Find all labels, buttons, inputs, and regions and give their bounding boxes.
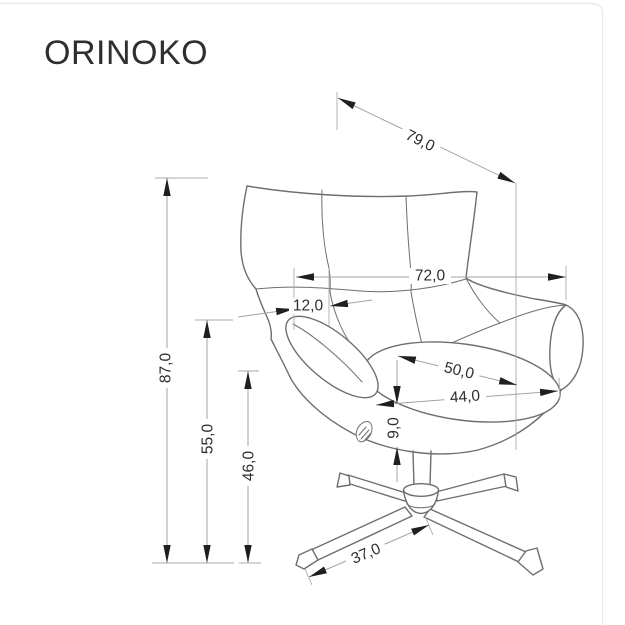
dim-label-44: 44,0 [449,387,481,406]
dim-label-55: 55,0 [200,424,217,455]
dim-seat-width-44: 44,0 [375,377,561,408]
dim-seat-depth-50: 50,0 [397,355,518,386]
base-leg-back-left [347,474,409,503]
chair-base-hub [402,483,440,515]
base-foot-front-right [517,547,544,576]
card-border [0,2,604,625]
product-title: ORINOKO [44,34,209,72]
dim-label-72: 72,0 [415,268,446,285]
dim-total-height-87: 87,0 [155,177,208,563]
chair-drawing [240,185,584,576]
chair-horizontal-seam [255,278,467,293]
dim-seat-height-46: 46,0 [238,370,259,563]
chair-armrest-piping [292,323,363,383]
chair-lever-slot [355,421,373,443]
chair-column [412,450,432,487]
dim-label-50: 50,0 [442,359,476,383]
dim-label-12: 12,0 [293,298,324,315]
dim-overall-width-72: 72,0 [296,266,567,300]
dim-label-9: 9,0 [386,417,403,439]
base-leg-front-right [423,508,527,563]
chair-back-right-edge [465,277,501,324]
dim-label-46: 46,0 [241,451,258,482]
dim-armrest-height-55: 55,0 [195,319,233,563]
dim-wing-depth-12: 12,0 [237,268,373,330]
base-foot-back-right [503,473,519,492]
dim-seat-edge-9: 9,0 [386,360,403,482]
chair-arm-top-seam [435,304,567,351]
base-foot-back-left [336,472,351,488]
chair-left-armrest [285,315,379,399]
dim-label-87: 87,0 [158,353,175,384]
base-leg-back-right [435,473,508,502]
